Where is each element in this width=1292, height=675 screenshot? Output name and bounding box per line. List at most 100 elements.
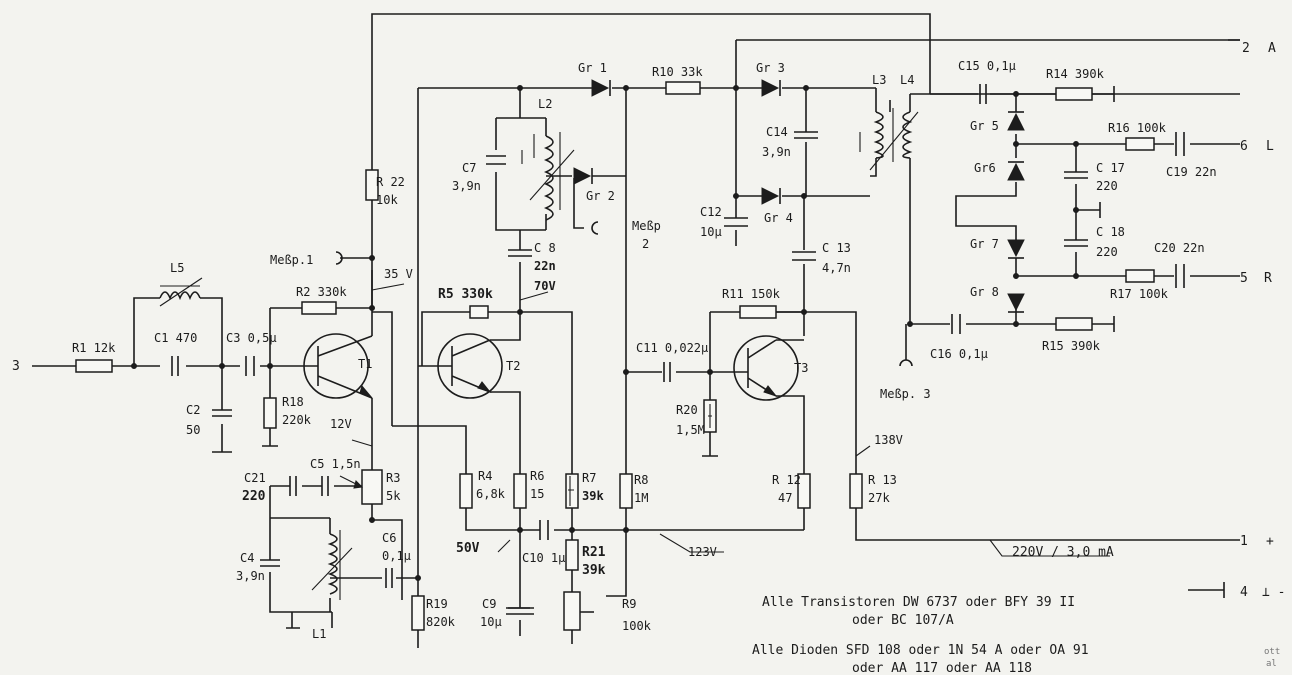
capacitor-c11 xyxy=(663,362,671,382)
label-c8-b: 22n xyxy=(534,259,556,273)
label-c12-b: 10µ xyxy=(700,225,722,239)
label-r22-b: 10k xyxy=(376,193,398,207)
margin-note-1: ott xyxy=(1264,647,1280,657)
capacitor-c10 xyxy=(539,520,549,540)
wipers xyxy=(339,404,712,613)
inductor-l2 xyxy=(543,135,554,221)
label-c12-a: C12 xyxy=(700,205,722,219)
port-2: 2 xyxy=(1242,41,1250,56)
capacitor-c20 xyxy=(1175,264,1185,288)
port-5: 5 xyxy=(1240,271,1248,286)
label-r8-a: R8 xyxy=(634,473,648,487)
label-c3: C3 0,5µ xyxy=(226,331,277,345)
label-r20-b: 1,5M xyxy=(676,423,705,437)
resistors xyxy=(75,81,1155,631)
label-r19-a: R19 xyxy=(426,597,448,611)
label-r20-a: R20 xyxy=(676,403,698,417)
label-r15: R15 390k xyxy=(1042,339,1101,353)
inductor-l1 xyxy=(327,533,338,595)
label-c15: C15 0,1µ xyxy=(958,59,1016,73)
measuring-points xyxy=(335,221,913,367)
label-r1: R1 12k xyxy=(72,341,116,355)
label-c13-b: 4,7n xyxy=(822,261,851,275)
label-r8-b: 1M xyxy=(634,491,648,505)
resistor-r18 xyxy=(263,397,277,429)
label-c21-a: C21 xyxy=(244,471,266,485)
resistor-r2 xyxy=(301,301,337,315)
label-gr7: Gr 7 xyxy=(970,237,999,251)
voltage-leaders xyxy=(351,283,1110,557)
label-r21-b: 39k xyxy=(582,563,606,578)
capacitor-c9 xyxy=(506,607,534,615)
notes: Alle Transistoren DW 6737 oder BFY 39 II… xyxy=(752,595,1280,675)
label-c7-b: 3,9n xyxy=(452,179,481,193)
label-messp1: Meßp.1 xyxy=(270,253,313,267)
label-c21-b: 220 xyxy=(242,489,266,504)
capacitor-c21 xyxy=(289,476,297,496)
resistor-r15 xyxy=(1055,317,1093,331)
wires xyxy=(32,13,1240,648)
label-l3: L3 xyxy=(872,73,886,87)
resistor-r11 xyxy=(739,305,777,319)
label-r6-b: 15 xyxy=(530,487,544,501)
capacitor-c17 xyxy=(1064,171,1088,179)
label-gr1: Gr 1 xyxy=(578,61,607,75)
junctions xyxy=(131,85,1079,581)
label-gr2: Gr 2 xyxy=(586,189,615,203)
label-r9-a: R9 xyxy=(622,597,636,611)
label-r7-a: R7 xyxy=(582,471,596,485)
label-12v: 12V xyxy=(330,417,352,431)
label-gr3: Gr 3 xyxy=(756,61,785,75)
label-r6-a: R6 xyxy=(530,469,544,483)
label-messp2-b: 2 xyxy=(642,237,649,251)
label-r12-b: 47 xyxy=(778,491,792,505)
capacitor-c14 xyxy=(794,131,818,139)
capacitor-c4 xyxy=(260,559,280,567)
label-138v: 138V xyxy=(874,433,903,447)
label-r4-a: R4 xyxy=(478,469,492,483)
label-r12-a: R 12 xyxy=(772,473,801,487)
label-c5: C5 1,5n xyxy=(310,457,361,471)
diode-gr6 xyxy=(1007,162,1025,181)
label-c4-b: 3,9n xyxy=(236,569,265,583)
inductor-l3 xyxy=(873,111,884,159)
resistor-r9 xyxy=(563,591,581,631)
label-c19: C19 22n xyxy=(1166,165,1217,179)
label-r18-b: 220k xyxy=(282,413,312,427)
label-r17: R17 100k xyxy=(1110,287,1169,301)
note-transistors-1: Alle Transistoren DW 6737 oder BFY 39 II xyxy=(762,595,1075,610)
capacitors xyxy=(171,84,1185,615)
label-r3-a: R3 xyxy=(386,471,400,485)
port-4: 4 xyxy=(1240,585,1248,600)
capacitor-c18 xyxy=(1064,239,1088,247)
label-r4-b: 6,8k xyxy=(476,487,506,501)
label-c17-a: C 17 xyxy=(1096,161,1125,175)
capacitor-c3 xyxy=(245,356,255,376)
label-35v: 35 V xyxy=(384,267,413,281)
messpunkt-2-arc xyxy=(591,221,599,235)
resistor-r3 xyxy=(361,469,383,505)
label-c8-a: C 8 xyxy=(534,241,556,255)
resistor-r6 xyxy=(513,473,527,509)
label-l5: L5 xyxy=(170,261,184,275)
label-gr8: Gr 8 xyxy=(970,285,999,299)
note-diodes-1: Alle Dioden SFD 108 oder 1N 54 A oder OA… xyxy=(752,643,1089,658)
label-c6-b: 0,1µ xyxy=(382,549,411,563)
label-t3: T3 xyxy=(794,361,808,375)
port-1: 1 xyxy=(1240,534,1248,549)
label-r11: R11 150k xyxy=(722,287,781,301)
label-l2: L2 xyxy=(538,97,552,111)
capacitor-c6 xyxy=(385,568,393,588)
port-plus: + xyxy=(1266,534,1274,549)
ground-bars xyxy=(1099,39,1240,598)
resistor-r1 xyxy=(75,359,113,373)
inductor-l5 xyxy=(159,291,201,301)
label-r14: R14 390k xyxy=(1046,67,1105,81)
label-c16: C16 0,1µ xyxy=(930,347,988,361)
capacitor-c2 xyxy=(212,409,232,417)
label-r13-a: R 13 xyxy=(868,473,897,487)
label-50v: 50V xyxy=(456,541,480,556)
port-l: L xyxy=(1266,139,1274,154)
